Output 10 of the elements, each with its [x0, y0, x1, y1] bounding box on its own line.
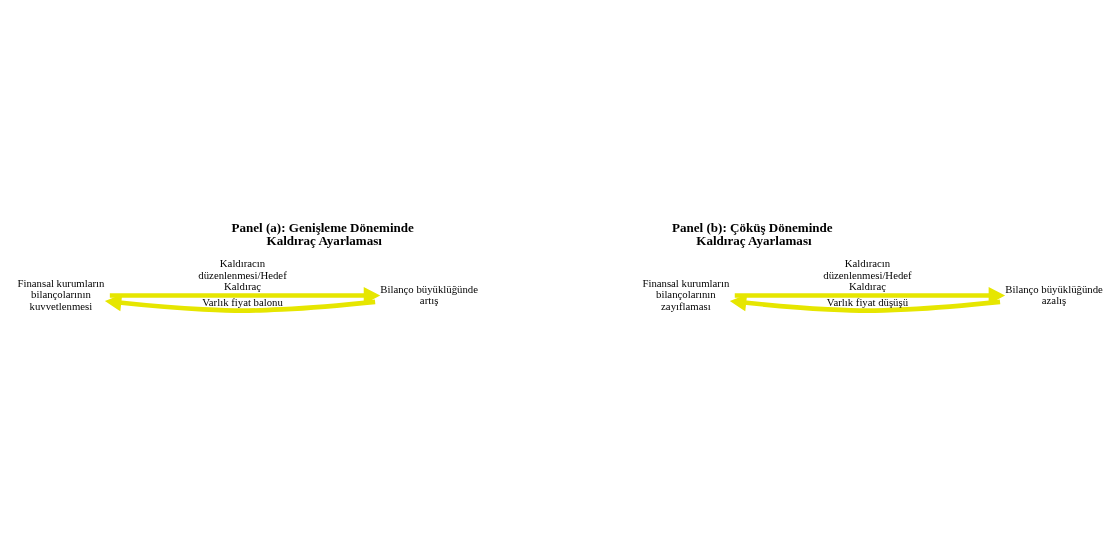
- edge-label: Kaldıracın düzenlenmesi/Hedef Kaldıraç: [823, 257, 912, 293]
- node-text: Finansal kurumların bilançolarının kuvvetlenmesi: [17, 276, 105, 312]
- edge-label: Kaldıracın düzenlenmesi/Hedef Kaldıraç: [198, 257, 287, 293]
- label: Panel (b): Çöküş Döneminde Kaldıraç Ayarlaması: [672, 219, 833, 248]
- edge-label: Varlık fiyat düşüşü: [826, 296, 909, 309]
- label: Panel (a): Genişleme Döneminde Kaldıraç Ayarlaması: [231, 219, 414, 248]
- node-text: Bilanço büyüklüğünde artış: [380, 282, 478, 307]
- node-text: Finansal kurumların bilançolarının zayıflaması: [642, 276, 730, 312]
- edge-label: Varlık fiyat balonu: [202, 296, 283, 309]
- node-text: Bilanço büyüklüğünde azalış: [1005, 282, 1103, 307]
